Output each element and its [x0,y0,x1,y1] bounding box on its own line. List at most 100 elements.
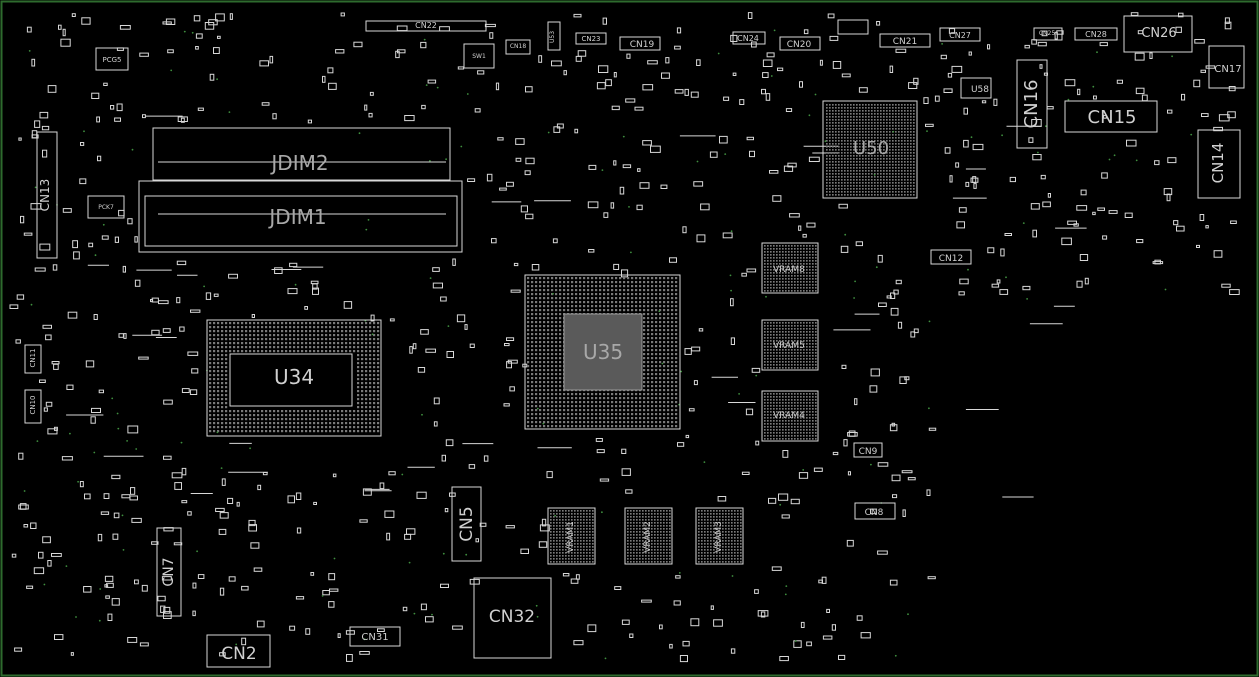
passive-component [369,91,374,96]
u35-pad [675,325,678,328]
u35-pad [599,281,602,284]
u50-pad [862,119,864,121]
u35-pad [651,333,654,336]
u50-pad [835,182,837,184]
u34-pad [213,370,216,373]
vram1-pad [577,510,579,512]
u35-pad [659,413,662,416]
u35-pad [607,305,610,308]
u35-pad [659,341,662,344]
vram5-pad [791,367,793,369]
u34-pad [361,390,364,393]
vram5-pad [803,361,805,363]
u34-pad [245,410,248,413]
u34-pad [321,350,324,353]
u35-pad [635,409,638,412]
vram4-pad [767,426,769,428]
u50-pad [898,140,900,142]
u34-pad [353,410,356,413]
u35-pad [555,337,558,340]
u50-pad [868,167,870,169]
u50-pad [844,104,846,106]
vram1-pad [577,561,579,563]
passive-component [684,88,689,96]
vram1-pad [568,510,570,512]
u35-pad [551,377,554,380]
vram4-pad [791,396,793,398]
vram8-pad [767,257,769,259]
vram1-pad [556,522,558,524]
vram4-pad [782,393,784,395]
u34-pad [273,346,276,349]
passive-component [754,589,759,594]
u50-pad [901,167,903,169]
u35-pad [667,301,670,304]
passive-component [359,651,370,655]
u50-pad [829,194,831,196]
vram4-pad [800,423,802,425]
u35-pad [583,293,586,296]
vram4-pad [815,432,817,434]
u35-pad [611,305,614,308]
vram8-pad [800,272,802,274]
u50-pad [832,104,834,106]
vram8-pad [812,275,814,277]
u50-pad [892,191,894,193]
u34-pad [365,342,368,345]
passive-component [468,464,476,469]
u50-pad [901,161,903,163]
u50-pad [856,128,858,130]
vram4-pad [767,396,769,398]
u50-pad [889,146,891,148]
vram1-pad [562,558,564,560]
vram8-pad [773,248,775,250]
vram1-pad [592,537,594,539]
u34-pad [349,322,352,325]
u50-pad [901,182,903,184]
u50-pad [844,158,846,160]
u50-pad [862,107,864,109]
u35-pad [567,405,570,408]
u50-pad [910,182,912,184]
vram4-pad [791,429,793,431]
u34-pad [257,410,260,413]
u35-pad [647,425,650,428]
u34-pad [321,410,324,413]
u50-pad [892,158,894,160]
u35-pad [659,285,662,288]
u35-pad [667,285,670,288]
passive-component [139,52,149,57]
u34-pad [377,346,380,349]
u35-pad [531,373,534,376]
vram4-pad [767,438,769,440]
vram8-pad [776,257,778,259]
u35-pad [559,381,562,384]
u50-pad [901,134,903,136]
u50-pad [832,146,834,148]
u35-pad [663,369,666,372]
u50-pad [886,122,888,124]
vram1-pad [574,519,576,521]
u35-pad [655,353,658,356]
vram4-pad [815,393,817,395]
vram4-pad [803,420,805,422]
vram8-pad [788,251,790,253]
u50-pad [838,149,840,151]
vram4-pad [797,405,799,407]
u34-pad [309,342,312,345]
passive-component [18,137,22,141]
vram5-pad [788,328,790,330]
u35-pad [559,321,562,324]
vram8-pad [803,248,805,250]
vram1-pad [577,516,579,518]
u35-pad [591,421,594,424]
u34-pad [353,338,356,341]
u50-pad [874,176,876,178]
u34-pad [365,378,368,381]
vram4-pad [776,423,778,425]
vram2-pad [666,522,668,524]
vram8-pad [788,257,790,259]
passive-component [621,269,629,278]
vram5-pad [791,361,793,363]
u35-pad [559,349,562,352]
